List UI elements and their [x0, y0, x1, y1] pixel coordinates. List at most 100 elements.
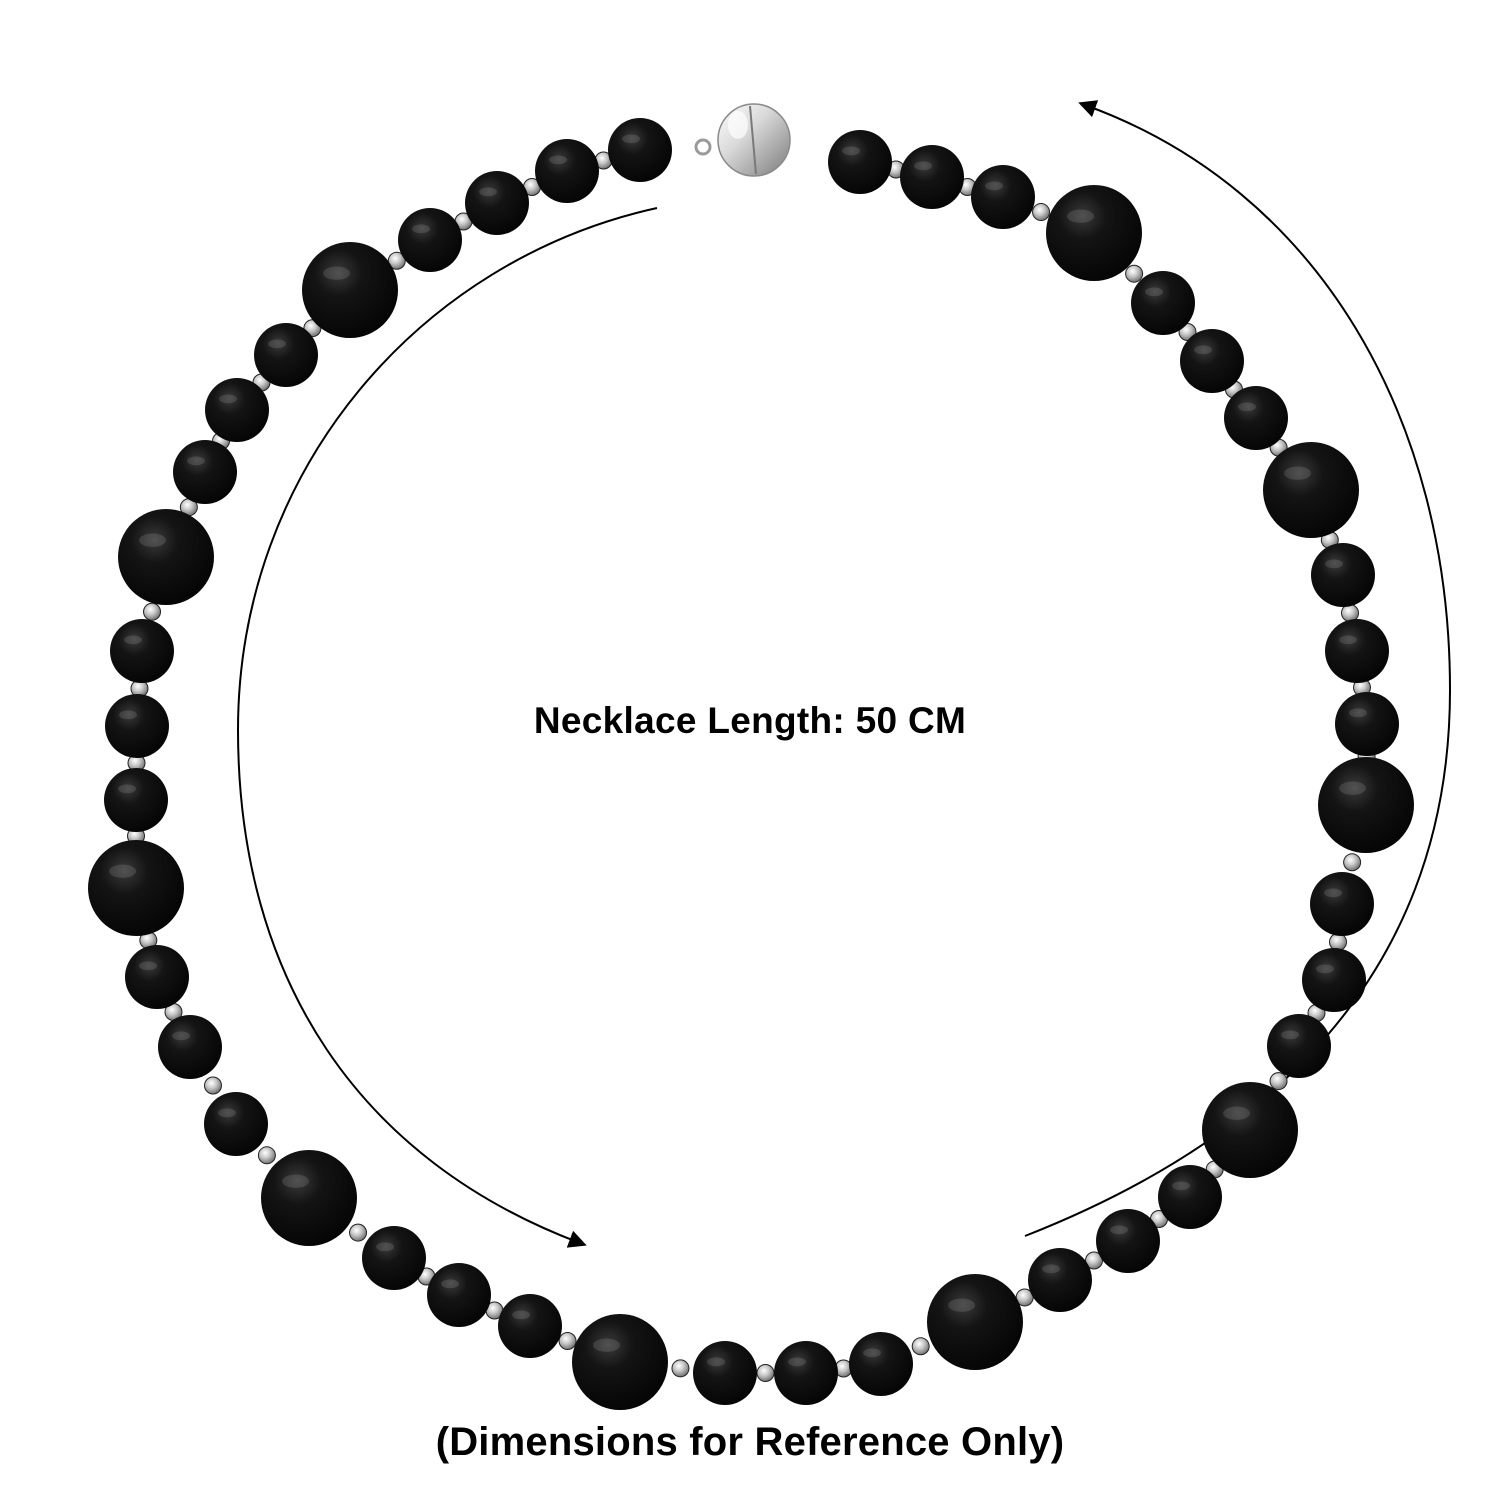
black-bead	[498, 1294, 562, 1358]
silver-spacer-bead	[1344, 854, 1361, 871]
bead-highlight	[1067, 209, 1095, 223]
silver-spacer-bead	[672, 1360, 689, 1377]
black-bead	[1335, 692, 1399, 756]
silver-spacer-bead	[128, 755, 145, 771]
black-bead	[971, 165, 1035, 229]
bead-highlight	[1223, 1106, 1251, 1120]
bead-highlight	[549, 155, 567, 165]
black-bead	[608, 118, 672, 182]
black-bead	[125, 945, 189, 1009]
black-bead	[849, 1332, 913, 1396]
bead-highlight	[842, 146, 860, 156]
bead-highlight	[1325, 559, 1344, 569]
bead-highlight	[1194, 345, 1213, 355]
bead-highlight	[707, 1357, 725, 1367]
bead-highlight	[1110, 1225, 1129, 1235]
black-bead	[1180, 329, 1244, 393]
black-bead	[1224, 386, 1288, 450]
bead-highlight	[376, 1242, 395, 1252]
large-black-bead	[118, 509, 214, 605]
silver-spacer-bead	[140, 932, 157, 949]
silver-spacer-bead	[388, 252, 405, 269]
bead-highlight	[118, 784, 136, 794]
black-bead	[774, 1341, 838, 1405]
silver-spacer-bead	[1354, 679, 1370, 696]
necklace	[88, 118, 1414, 1410]
large-black-bead	[261, 1150, 357, 1246]
bead-highlight	[323, 266, 350, 280]
silver-spacer-bead	[1270, 1073, 1287, 1090]
silver-spacer-bead	[165, 1004, 182, 1020]
bead-highlight	[139, 533, 166, 547]
black-bead	[110, 619, 174, 683]
silver-spacer-bead	[912, 1338, 929, 1355]
silver-spacer-bead	[1126, 265, 1143, 282]
silver-spacer-bead	[1016, 1289, 1033, 1306]
silver-spacer-bead	[595, 152, 612, 169]
inner-arrow-arc	[236, 207, 658, 1248]
silver-spacer-bead	[144, 603, 161, 620]
bead-highlight	[1042, 1264, 1061, 1274]
bead-highlight	[1284, 466, 1312, 480]
large-black-bead	[1202, 1082, 1298, 1178]
bead-highlight	[512, 1310, 530, 1320]
bead-highlight	[1172, 1181, 1191, 1191]
black-bead	[105, 694, 169, 758]
bead-highlight	[119, 710, 137, 720]
black-bead	[205, 378, 269, 442]
black-bead	[1310, 872, 1374, 936]
black-bead	[1096, 1209, 1160, 1273]
black-bead	[900, 145, 964, 209]
bead-highlight	[1281, 1030, 1300, 1040]
silver-spacer-bead	[888, 161, 904, 178]
bead-highlight	[1339, 781, 1367, 795]
bead-highlight	[218, 1108, 236, 1118]
black-bead	[465, 171, 529, 235]
black-bead	[173, 440, 237, 504]
bead-highlight	[187, 456, 205, 466]
bead-highlight	[412, 224, 431, 234]
bead-highlight	[1316, 964, 1335, 974]
black-bead	[158, 1015, 222, 1079]
silver-spacer-bead	[128, 828, 144, 844]
bead-highlight	[622, 134, 640, 144]
large-black-bead	[1046, 185, 1142, 281]
bead-highlight	[479, 187, 498, 197]
large-black-bead	[927, 1274, 1023, 1370]
black-bead	[535, 139, 599, 203]
bead-highlight	[593, 1338, 620, 1352]
silver-spacer-bead	[524, 179, 540, 195]
large-black-bead	[302, 242, 398, 338]
large-black-bead	[1263, 442, 1359, 538]
bead-highlight	[268, 339, 287, 349]
silver-spacer-bead	[1086, 1252, 1102, 1269]
bead-highlight	[109, 864, 136, 878]
silver-spacer-bead	[1321, 531, 1338, 548]
silver-spacer-bead	[486, 1302, 503, 1319]
silver-spacer-bead	[835, 1360, 852, 1377]
silver-spacer-bead	[1342, 605, 1358, 621]
silver-spacer-bead	[1330, 934, 1346, 950]
silver-spacer-bead	[350, 1224, 367, 1241]
bead-highlight	[1349, 708, 1368, 718]
silver-spacer-bead	[959, 179, 976, 195]
black-bead	[1028, 1248, 1092, 1312]
bead-highlight	[1324, 888, 1343, 898]
silver-spacer-bead	[559, 1333, 576, 1350]
bead-highlight	[1145, 287, 1164, 297]
magnetic-clasp	[694, 103, 791, 177]
black-bead	[362, 1226, 426, 1290]
black-bead	[693, 1341, 757, 1405]
bead-highlight	[282, 1174, 309, 1188]
silver-spacer-bead	[1151, 1211, 1167, 1227]
black-bead	[427, 1263, 491, 1327]
black-bead	[254, 323, 318, 387]
silver-spacer-bead	[258, 1147, 275, 1164]
black-bead	[1267, 1014, 1331, 1078]
bead-highlight	[441, 1279, 460, 1289]
bead-highlight	[788, 1357, 806, 1367]
necklace-length-label: Necklace Length: 50 CM	[533, 700, 967, 741]
silver-spacer-bead	[131, 680, 148, 697]
bead-highlight	[863, 1348, 881, 1358]
